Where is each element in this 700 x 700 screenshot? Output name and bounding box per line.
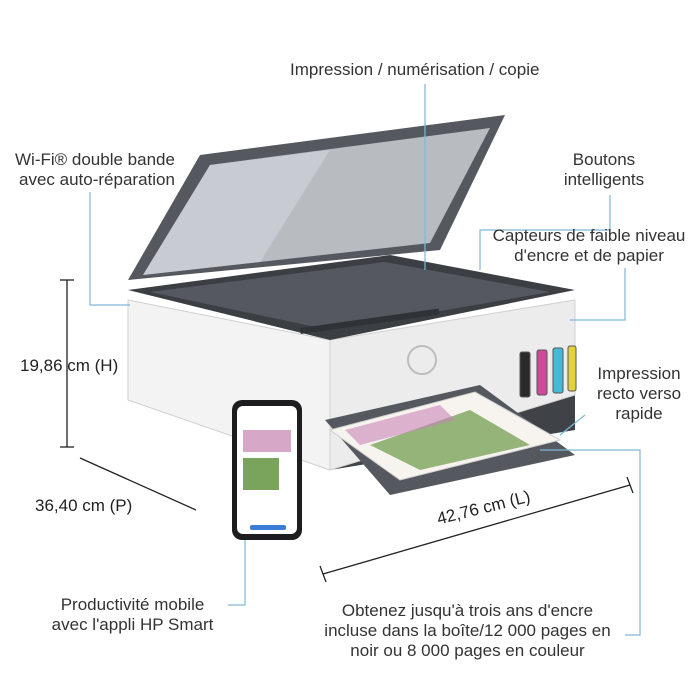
callout-wifi-line-1: Wi-Fi® double bande [15, 150, 175, 169]
ink-tank-magenta [536, 349, 548, 396]
callout-wifi-line-2: avec auto-réparation [19, 170, 175, 189]
callout-line-wifi [89, 192, 130, 306]
width-tick-right [626, 476, 634, 494]
callout-sensors-line-2: d'encre et de papier [514, 246, 664, 265]
callout-wifi: Wi-Fi® double bande avec auto-réparation [15, 150, 175, 190]
phone-photo [243, 458, 279, 490]
callout-ink: Obtenez jusqu'à trois ans d'encre inclus… [300, 601, 635, 661]
callout-line-sensors [570, 268, 626, 321]
callout-line-buttons [479, 195, 611, 270]
ink-tank-cyan [552, 347, 564, 394]
callout-mobile-line-1: Productivité mobile [60, 595, 205, 614]
ink-tank-yellow [567, 345, 577, 392]
callout-sensors: Capteurs de faible niveau d'encre et de … [484, 226, 694, 266]
phone-chart [243, 430, 291, 452]
callout-impression: Impression / numérisation / copie [290, 60, 540, 79]
callout-line-mobile [228, 540, 246, 606]
callout-duplex-line-1: Impression [597, 364, 681, 383]
width-tick-left [319, 565, 327, 583]
hp-logo [407, 345, 437, 375]
callout-buttons-line-2: intelligents [563, 170, 645, 189]
depth-dimension-line [79, 457, 197, 511]
callout-line-ink [540, 449, 641, 636]
width-dimension-line [322, 484, 631, 575]
dimension-lines [60, 279, 634, 583]
callout-buttons: Boutons intelligents [545, 150, 663, 190]
ink-tank-black [519, 351, 531, 398]
scanner-glass [150, 262, 550, 330]
callout-mobile-line-2: avec l'appli HP Smart [51, 615, 214, 634]
printed-chart [345, 405, 455, 445]
callout-ink-line-3: noir ou 8 000 pages en couleur [350, 641, 585, 660]
callout-line-duplex [559, 414, 586, 436]
callout-ink-line-1: Obtenez jusqu'à trois ans d'encre [341, 601, 594, 620]
dimension-height: 19,86 cm (H) [20, 356, 119, 375]
phone-button [250, 525, 286, 530]
callout-lines [89, 84, 641, 636]
dimension-depth: 36,40 cm (P) [35, 496, 133, 515]
printed-photo [370, 410, 530, 470]
callout-duplex: Impression recto verso rapide [585, 364, 693, 424]
callout-ink-line-2: incluse dans la boîte/12 000 pages en [324, 621, 611, 640]
callout-sensors-line-1: Capteurs de faible niveau [492, 226, 686, 245]
callout-mobile: Productivité mobile avec l'appli HP Smar… [40, 595, 225, 635]
control-panel [300, 308, 440, 334]
lid-reflection [143, 150, 330, 275]
callout-duplex-line-3: rapide [615, 404, 663, 423]
callout-buttons-line-1: Boutons [572, 150, 636, 169]
callout-duplex-line-2: recto verso [596, 384, 682, 403]
